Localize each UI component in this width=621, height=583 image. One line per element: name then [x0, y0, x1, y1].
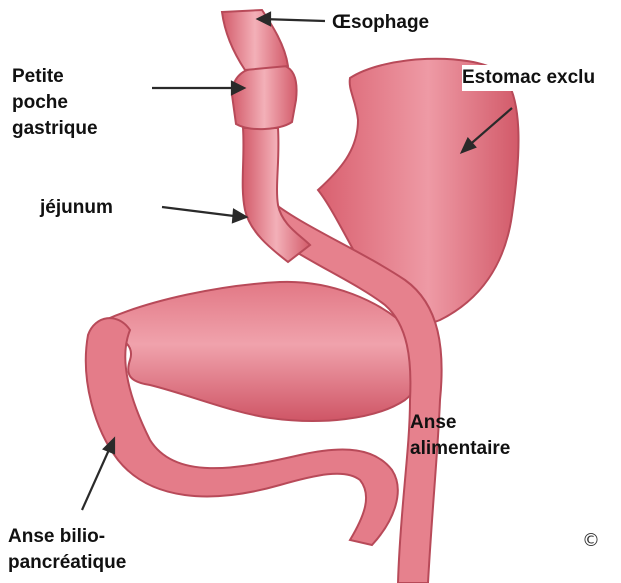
label-line: Anse — [410, 410, 510, 436]
label-line: pancréatique — [8, 550, 126, 576]
label-line: Anse bilio- — [8, 524, 126, 550]
arrow-bilio — [82, 443, 112, 510]
label-line: alimentaire — [410, 436, 510, 462]
gastric-pouch — [232, 66, 297, 129]
label-anse-bilio-pancreatique: Anse bilio- pancréatique — [8, 524, 126, 576]
label-line: poche — [12, 90, 98, 116]
arrow-oesophage — [262, 19, 325, 21]
arrow-jejunum — [162, 207, 242, 217]
label-jejunum: jéjunum — [40, 195, 113, 221]
copyright-symbol: © — [582, 530, 600, 551]
duodenal-loop — [105, 282, 423, 421]
label-petite-poche-gastrique: Petite poche gastrique — [12, 64, 98, 142]
label-line: gastrique — [12, 116, 98, 142]
label-estomac-exclu: Estomac exclu — [462, 65, 595, 91]
label-anse-alimentaire: Anse alimentaire — [410, 410, 510, 462]
jejunum-segment — [243, 128, 310, 262]
label-line: Petite — [12, 64, 98, 90]
excluded-stomach — [318, 59, 519, 324]
label-oesophage: Œsophage — [332, 10, 429, 36]
